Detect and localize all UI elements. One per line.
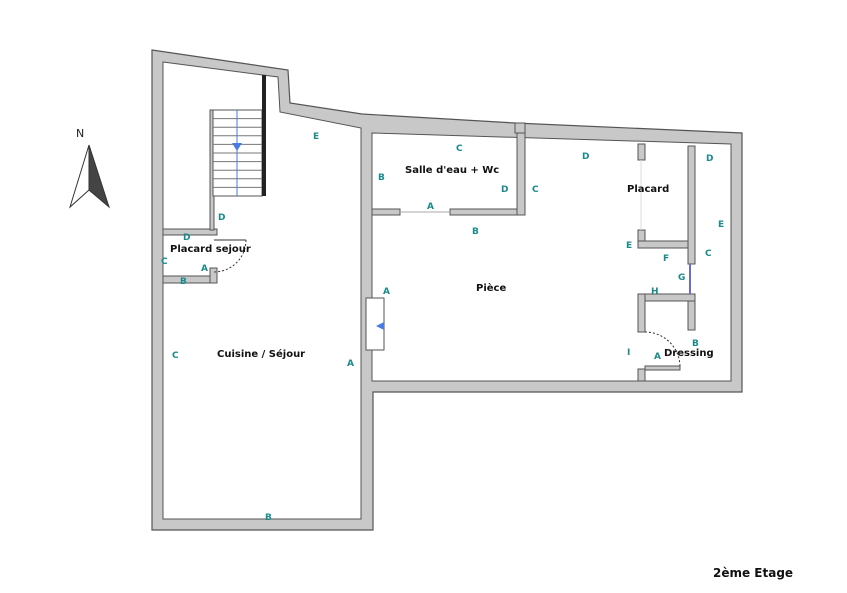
svg-text:H: H [651, 287, 659, 297]
svg-text:B: B [180, 277, 187, 287]
room-placard: Placard [627, 184, 669, 195]
svg-text:G: G [678, 273, 685, 283]
svg-text:C: C [456, 144, 463, 154]
north-compass-icon: N [68, 127, 111, 209]
svg-text:E: E [718, 220, 724, 230]
svg-text:D: D [501, 185, 508, 195]
svg-text:A: A [427, 202, 434, 212]
stair-direction-icon [232, 143, 242, 151]
chimney [514, 122, 526, 134]
staircase [212, 75, 266, 197]
svg-text:A: A [201, 264, 208, 274]
svg-text:B: B [472, 227, 479, 237]
room-salle-eau: Salle d'eau + Wc [405, 165, 499, 176]
svg-text:E: E [626, 241, 632, 251]
room-piece: Pièce [476, 282, 506, 294]
svg-text:A: A [383, 287, 390, 297]
svg-text:A: A [654, 352, 661, 362]
svg-text:B: B [378, 173, 385, 183]
stair-railing [262, 75, 266, 196]
svg-text:B: B [265, 513, 272, 523]
svg-text:D: D [582, 152, 589, 162]
compass-label: N [76, 127, 84, 140]
svg-text:B: B [692, 339, 699, 349]
svg-text:E: E [313, 132, 319, 142]
svg-text:C: C [532, 185, 539, 195]
svg-text:D: D [706, 154, 713, 164]
room-placard-sejour: Placard sejour [170, 244, 251, 255]
svg-text:I: I [627, 348, 630, 358]
svg-text:C: C [172, 351, 179, 361]
placard-door-swing [213, 239, 247, 273]
svg-text:D: D [218, 213, 225, 223]
dressing-door-swing [644, 331, 681, 368]
arrow-icon [376, 322, 384, 330]
svg-text:C: C [705, 249, 712, 259]
svg-text:F: F [663, 254, 669, 264]
wall-labels: E D C A B D C A B C B D A B A C D E F G … [161, 132, 724, 523]
svg-text:A: A [347, 359, 354, 369]
floor-title: 2ème Etage [713, 566, 793, 580]
svg-text:D: D [183, 233, 190, 243]
room-dressing: Dressing [664, 348, 714, 359]
room-cuisine-sejour: Cuisine / Séjour [217, 348, 305, 360]
svg-text:C: C [161, 257, 168, 267]
